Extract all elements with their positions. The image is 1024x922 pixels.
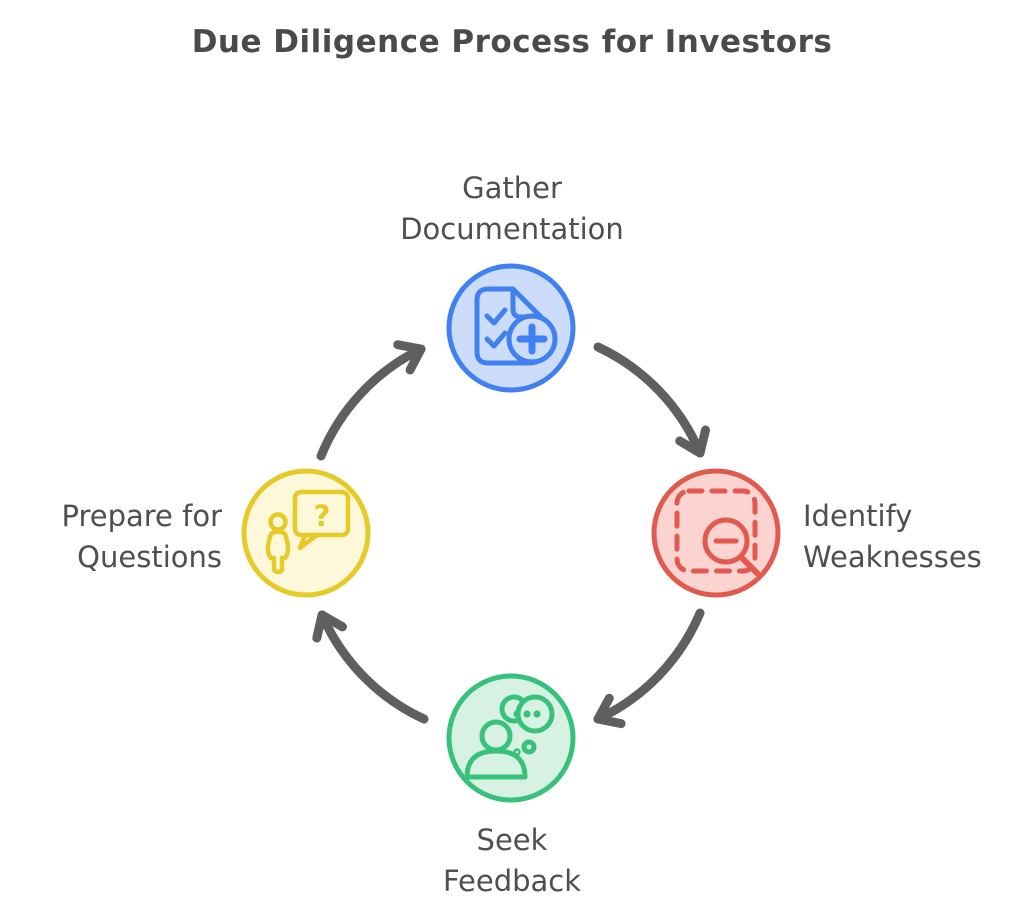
label-line-1: Gather	[462, 171, 562, 205]
label-line-1: Prepare for	[61, 499, 222, 533]
arrow-identify-to-seek	[593, 608, 705, 729]
arrow-gather-to-identify	[593, 342, 711, 458]
node-prepare-for-questions: ?	[241, 468, 371, 598]
checkmark-1	[484, 307, 508, 326]
page-title: Due Diligence Process for Investors	[191, 24, 833, 60]
magnifier-selection-icon	[674, 488, 760, 576]
label-line-2: Questions	[77, 540, 222, 574]
label-gather-documentation: Gather Documentation	[0, 168, 1024, 250]
label-seek-feedback: Seek Feedback	[0, 820, 1024, 902]
flow-arrows	[312, 340, 711, 729]
magnifier-handle	[738, 554, 760, 576]
arrow-seek-to-prepare	[312, 610, 429, 724]
label-line-2: Weaknesses	[803, 540, 982, 574]
label-line-2: Documentation	[400, 212, 624, 246]
node-gather-documentation	[446, 263, 576, 393]
thought-cloud-dots	[513, 710, 541, 718]
person-thought-bubble-icon	[464, 694, 555, 780]
thought-trail-bubble	[521, 739, 537, 755]
node-seek-feedback	[446, 673, 576, 803]
person-shoulders	[464, 748, 528, 780]
checkmark-2	[484, 330, 508, 349]
dashed-selection-box	[674, 488, 758, 574]
question-mark-glyph: ?	[314, 499, 331, 533]
thought-trail-dot	[513, 748, 521, 756]
node-identify-weaknesses	[651, 468, 781, 598]
plus-icon	[516, 323, 548, 355]
label-line-1: Identify	[803, 499, 913, 533]
document-checklist-add-icon	[474, 286, 558, 366]
arrow-prepare-to-gather	[316, 340, 426, 461]
label-line-1: Seek	[476, 823, 548, 857]
person-question-bubble-icon: ?	[265, 489, 351, 575]
label-line-2: Feedback	[442, 864, 582, 898]
label-prepare-for-questions: Prepare for Questions	[61, 496, 222, 578]
speech-bubble	[292, 489, 351, 538]
label-identify-weaknesses: Identify Weaknesses	[803, 496, 982, 578]
person-body	[265, 529, 291, 575]
speech-bubble-tail	[297, 532, 320, 551]
